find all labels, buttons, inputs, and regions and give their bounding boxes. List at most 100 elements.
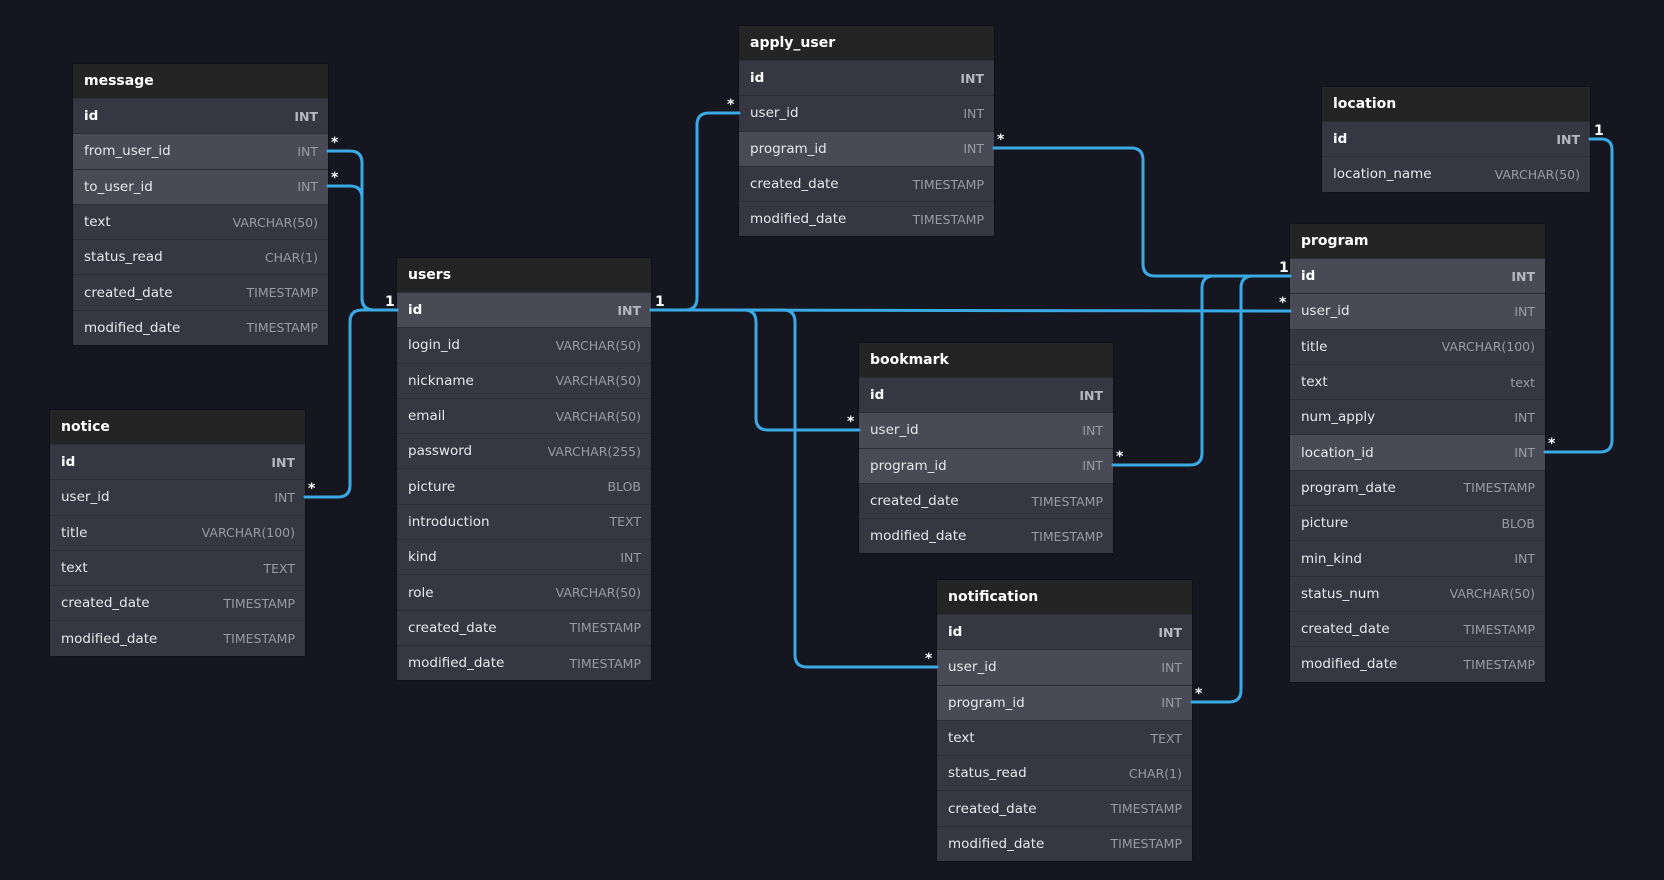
field-name: id bbox=[1301, 268, 1316, 285]
field-name: modified_date bbox=[408, 655, 505, 672]
field-type: VARCHAR(255) bbox=[547, 443, 641, 459]
field-name: user_id bbox=[870, 422, 919, 439]
field-row-program-id[interactable]: id INT bbox=[1290, 258, 1545, 294]
field-type: INT bbox=[1082, 458, 1103, 474]
field-type: INT bbox=[274, 489, 295, 505]
field-type: INT bbox=[1556, 131, 1580, 147]
field-type: INT bbox=[960, 70, 984, 86]
field-type: TIMESTAMP bbox=[223, 595, 295, 611]
field-name: program_id bbox=[750, 140, 827, 157]
field-type: INT bbox=[617, 302, 641, 318]
field-type: TIMESTAMP bbox=[569, 655, 641, 671]
field-row-users-modified_date[interactable]: modified_date TIMESTAMP bbox=[397, 644, 651, 680]
field-type: TIMESTAMP bbox=[1463, 480, 1535, 496]
table-header-notification[interactable]: notification bbox=[937, 580, 1192, 614]
field-name: text bbox=[61, 560, 88, 577]
field-type: text bbox=[1510, 374, 1535, 390]
table-header-notice[interactable]: notice bbox=[50, 410, 305, 444]
field-type: TIMESTAMP bbox=[1031, 528, 1103, 544]
field-name: user_id bbox=[948, 659, 997, 676]
field-name: created_date bbox=[870, 493, 959, 510]
table-header-message[interactable]: message bbox=[73, 64, 328, 98]
table-header-users[interactable]: users bbox=[397, 258, 651, 292]
field-type: INT bbox=[1161, 695, 1182, 711]
field-name: modified_date bbox=[84, 319, 181, 336]
table-header-location[interactable]: location bbox=[1322, 87, 1590, 121]
field-name: login_id bbox=[408, 337, 460, 354]
field-type: BLOB bbox=[1501, 515, 1535, 531]
table-header-bookmark[interactable]: bookmark bbox=[859, 343, 1113, 377]
table-header-program[interactable]: program bbox=[1290, 224, 1545, 258]
field-row-message-modified_date[interactable]: modified_date TIMESTAMP bbox=[73, 309, 328, 345]
field-type: VARCHAR(50) bbox=[232, 214, 318, 230]
field-type: TIMESTAMP bbox=[246, 320, 318, 336]
field-type: INT bbox=[1511, 268, 1535, 284]
field-type: INT bbox=[1079, 387, 1103, 403]
field-name: from_user_id bbox=[84, 143, 171, 160]
field-name: modified_date bbox=[61, 630, 158, 647]
table-header-apply_user[interactable]: apply_user bbox=[739, 26, 994, 60]
